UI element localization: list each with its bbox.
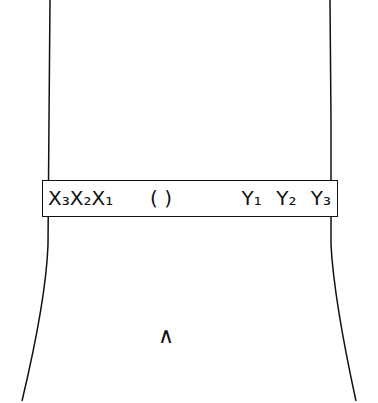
head-marker: ∧	[158, 325, 174, 347]
tape-band: X₃X₂X₁ ( ) Y₁ Y₂ Y₃	[42, 180, 338, 217]
tape-symbols: ( )	[150, 188, 172, 208]
tape-symbols: Y₁ Y₂ Y₃	[242, 188, 331, 208]
tape-symbols: X₃X₂X₁	[48, 188, 113, 208]
